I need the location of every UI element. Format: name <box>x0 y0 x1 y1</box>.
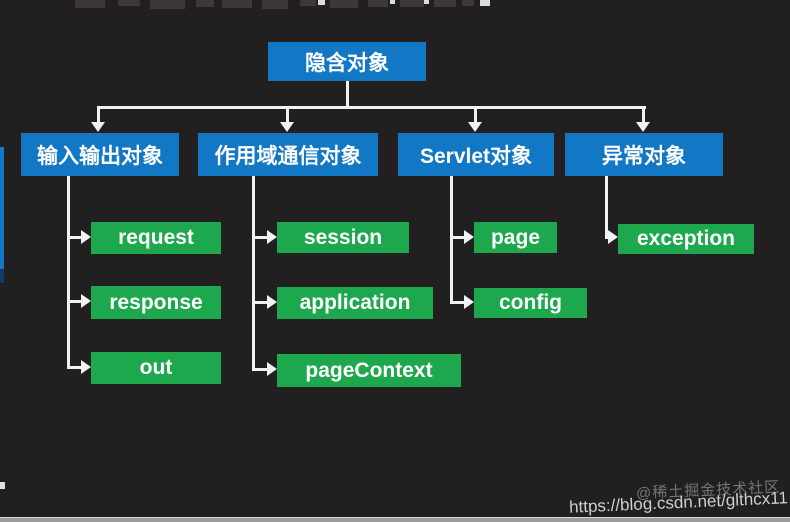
arrow-right-icon <box>267 362 277 376</box>
connector-branch <box>67 236 81 239</box>
arrow-right-icon <box>81 294 91 308</box>
bottom-scroll-strip <box>0 517 790 522</box>
node-pagecontext: pageContext <box>277 354 461 387</box>
node-config: config <box>474 288 587 318</box>
arrow-right-icon <box>267 295 277 309</box>
arrow-right-icon <box>267 230 277 244</box>
connector-drop <box>642 106 645 123</box>
arrow-right-icon <box>81 230 91 244</box>
arrow-down-icon <box>280 122 294 132</box>
connector-branch <box>450 236 464 239</box>
connector-drop <box>97 106 100 123</box>
arrow-down-icon <box>636 122 650 132</box>
node-application: application <box>277 287 433 319</box>
connector-branch <box>67 300 81 303</box>
node-category-scope: 作用域通信对象 <box>198 133 378 176</box>
arrow-right-icon <box>464 295 474 309</box>
arrow-down-icon <box>468 122 482 132</box>
connector-branch <box>252 368 267 371</box>
node-category-exception: 异常对象 <box>565 133 723 176</box>
connector-root-stem <box>346 80 349 108</box>
connector-branch <box>450 301 464 304</box>
node-request: request <box>91 222 221 254</box>
node-session: session <box>277 222 409 253</box>
arrow-right-icon <box>464 230 474 244</box>
left-edge-sliver-dark <box>0 269 4 283</box>
connector-col-io <box>67 176 70 369</box>
node-response: response <box>91 286 221 319</box>
node-exception: exception <box>618 224 754 254</box>
arrow-right-icon <box>608 230 618 244</box>
connector-col-exception <box>605 176 608 239</box>
watermark-url: https://blog.csdn.net/glthcx11 <box>568 488 789 517</box>
connector-branch <box>67 366 81 369</box>
connector-top-bar <box>98 106 646 109</box>
connector-branch <box>252 301 267 304</box>
connector-drop <box>286 106 289 123</box>
node-category-io: 输入输出对象 <box>21 133 179 176</box>
connector-branch <box>605 236 610 239</box>
connector-col-scope <box>252 176 255 371</box>
node-out: out <box>91 352 221 384</box>
node-category-servlet: Servlet对象 <box>398 133 554 176</box>
connector-drop <box>474 106 477 123</box>
connector-branch <box>252 236 267 239</box>
arrow-down-icon <box>91 122 105 132</box>
left-edge-sliver <box>0 147 4 269</box>
node-page: page <box>474 222 557 253</box>
node-root: 隐含对象 <box>268 42 426 81</box>
connector-col-servlet <box>450 176 453 304</box>
arrow-right-icon <box>81 360 91 374</box>
left-edge-speck <box>0 482 5 489</box>
